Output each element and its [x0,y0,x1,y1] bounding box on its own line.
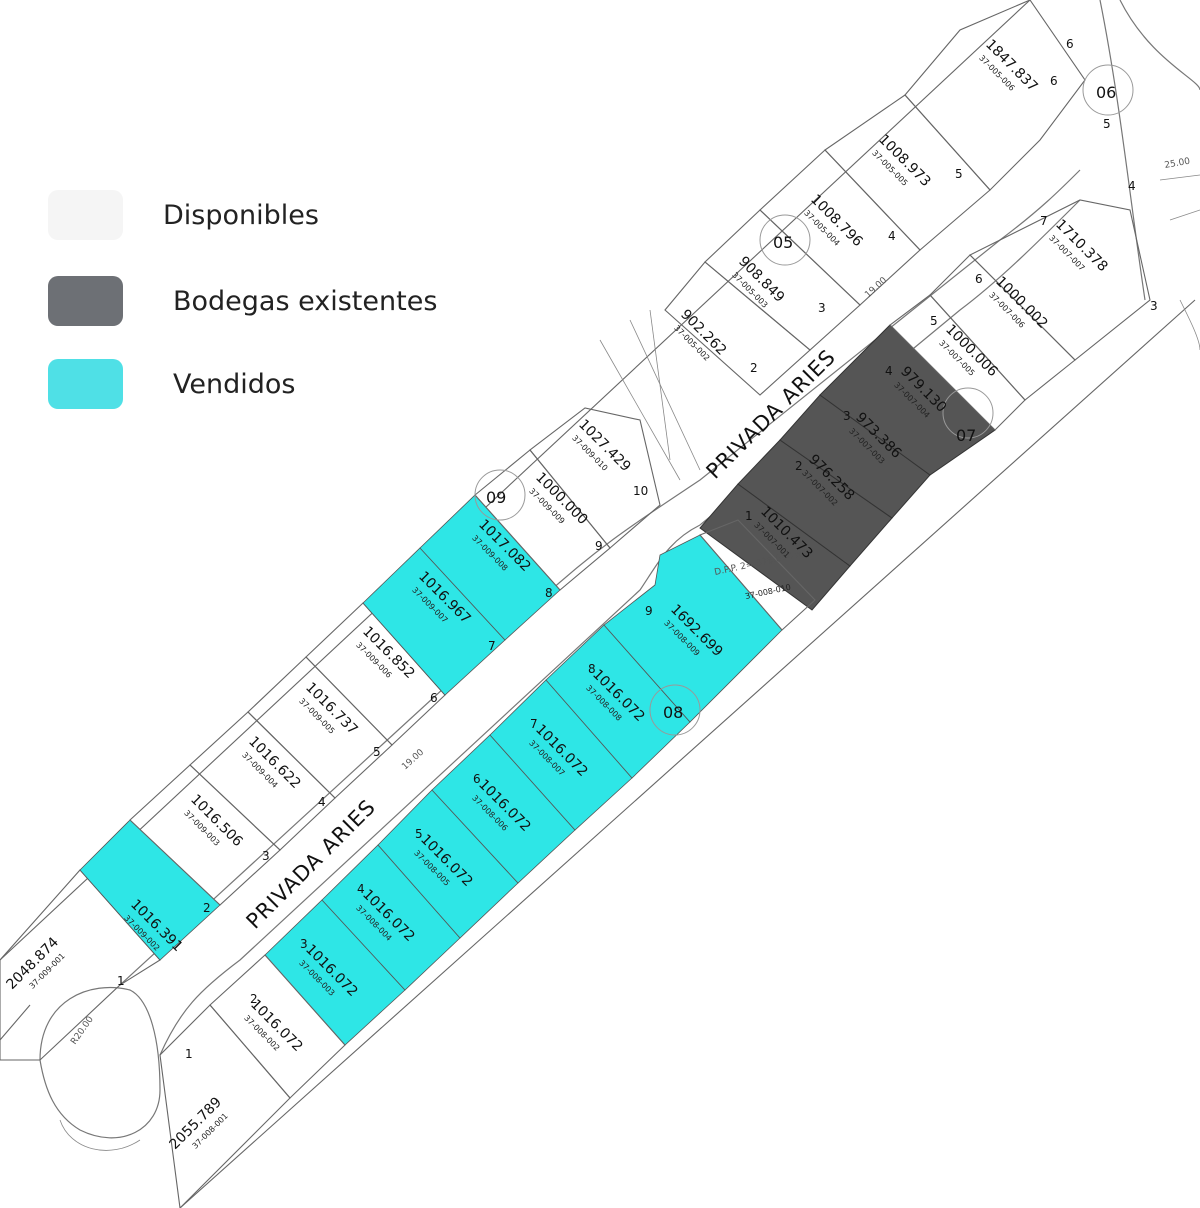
corner-point-4: 4 [1128,179,1136,193]
lot-09-007-num: 7 [488,639,496,653]
lot-08-010[interactable] [699,519,816,631]
lot-09-004[interactable] [189,711,336,851]
legend-existing-label: Bodegas existentes [173,285,438,317]
corner-point-5: 5 [1103,117,1111,131]
lot-08-004-num: 4 [357,882,365,896]
lot-07-001-num: 1 [745,509,753,523]
block-07-available [889,199,1151,431]
lot-09-008-num: 8 [545,586,553,600]
legend-existing-swatch [48,276,123,326]
lot-09-010-num: 10 [633,484,648,498]
legend-available: Disponibles [48,190,319,240]
block-05-lots [599,0,1086,481]
lot-05-006-num: 6 [1050,74,1058,88]
block-06-label: 06 [1096,83,1116,102]
lot-08-005-num: 5 [415,827,423,841]
lot-07-007[interactable] [969,199,1151,361]
road-edges [39,169,1081,1151]
road-dim-3: 25.00 [1164,157,1191,171]
road-dim-1: 19.00 [400,747,426,772]
block-07-label: 07 [956,426,976,445]
lot-09-005-num: 5 [373,745,381,759]
legend-available-swatch [48,190,123,240]
legend-existing: Bodegas existentes [48,276,437,326]
lot-08-010-key: 37-008-010 [744,583,791,601]
block-05-labels: 902.262 37-005-002 908.849 37-005-003 10… [672,37,1041,363]
lot-07-005-num: 5 [930,314,938,328]
block-08-sold [264,534,783,1046]
lot-08-003-num: 3 [300,937,308,951]
lot-05-006[interactable] [904,0,1086,191]
legend-available-label: Disponibles [163,199,319,231]
lot-09-004-num: 4 [318,795,326,809]
lot-08-006-num: 6 [473,772,481,786]
lot-07-003-num: 3 [843,409,851,423]
legend-sold-label: Vendidos [173,368,296,400]
lot-08-001[interactable] [159,1004,291,1208]
lot-09-003-num: 3 [262,849,270,863]
lot-08-001-num: 1 [185,1047,193,1061]
lot-09-002-num: 2 [203,901,211,915]
road-dim-2: 19.00 [863,275,889,300]
lot-08-008-num: 8 [588,662,596,676]
lot-05-005-num: 5 [955,167,963,181]
lot-05-003-num: 3 [818,301,826,315]
lot-07-002-num: 2 [795,459,803,473]
lot-05-002-num: 2 [750,361,758,375]
block-09-label: 09 [486,488,506,507]
lot-08-007-num: 7 [530,717,538,731]
corner-point-6: 6 [1066,37,1074,51]
lot-09-001-num: 1 [117,974,125,988]
block-markers: 05 06 07 08 09 [474,64,1134,736]
legend-sold-swatch [48,359,123,409]
lot-numbers: 1 2 3 4 5 6 7 8 9 10 1 2 3 4 5 6 7 8 9 1… [117,74,1058,1061]
lot-09-006-num: 6 [430,691,438,705]
lot-07-004-num: 4 [885,364,893,378]
lot-05-004-num: 4 [888,229,896,243]
block-07-existing [699,324,996,611]
block-05-label: 05 [773,233,793,252]
lot-07-007-num: 7 [1040,214,1048,228]
lot-09-010[interactable] [529,407,661,549]
lot-07-006-num: 6 [975,272,983,286]
lot-08-002-num: 2 [250,992,258,1006]
lot-09-009-num: 9 [595,539,603,553]
lot-08-009-num: 9 [645,604,653,618]
block-09-lots [0,407,661,1061]
block-08-available [159,519,816,1208]
corner-point-3: 3 [1150,299,1158,313]
block-08-label: 08 [663,703,683,722]
legend-sold: Vendidos [48,359,295,409]
